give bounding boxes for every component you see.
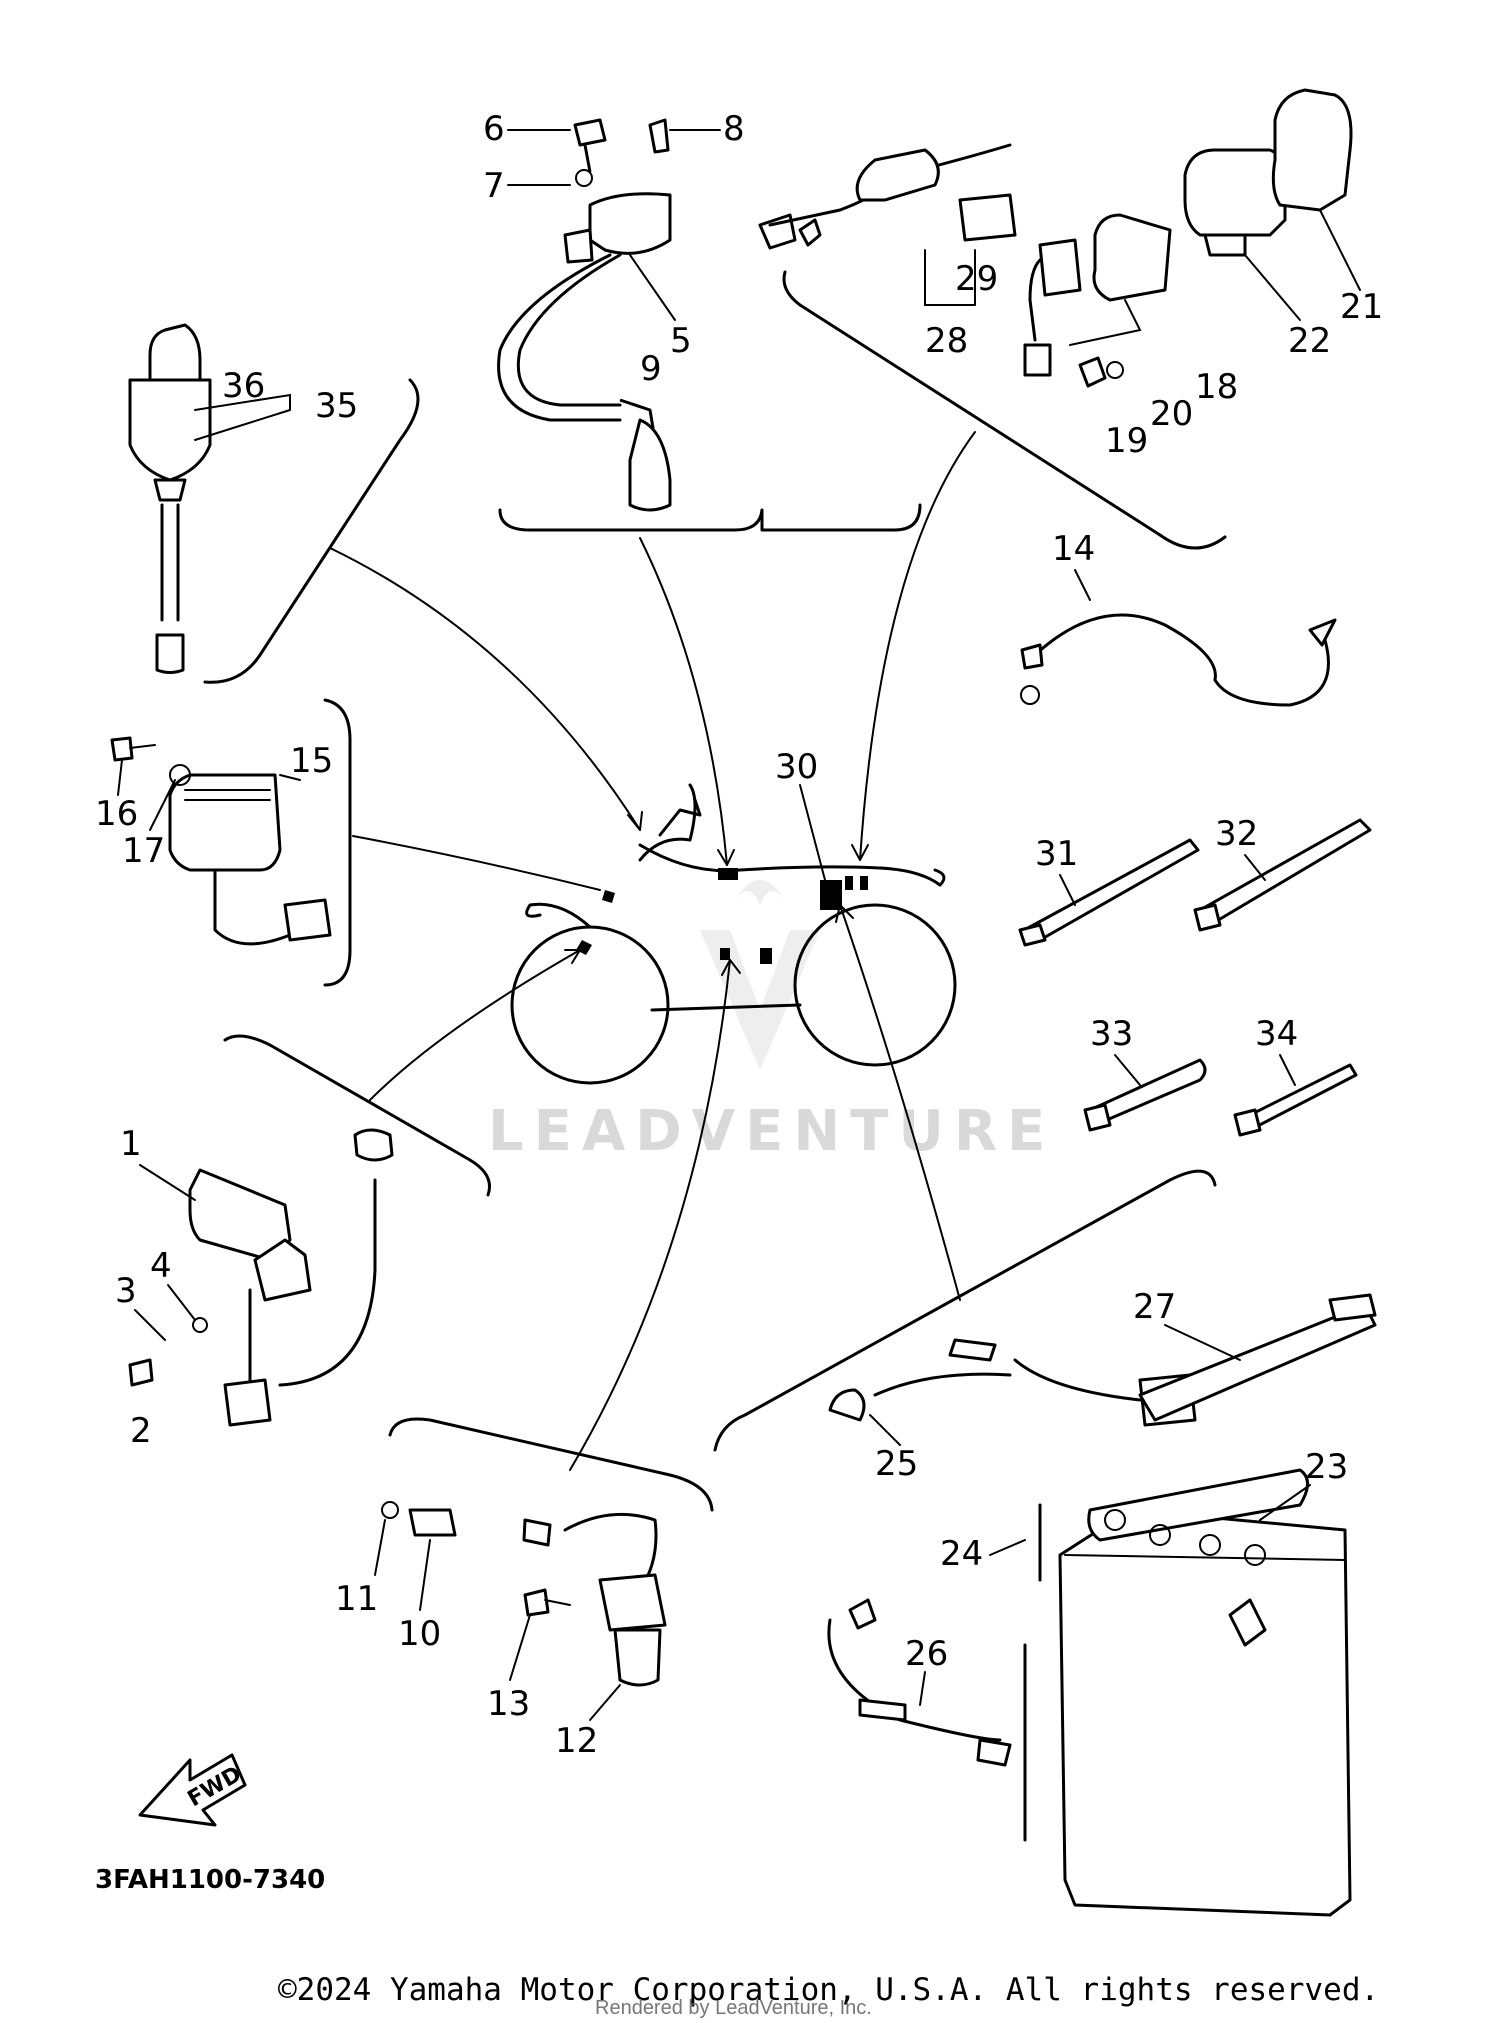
callout-8: 8 — [723, 109, 745, 149]
ignition-switch — [128, 323, 291, 674]
callout-12: 12 — [555, 1721, 598, 1761]
callout-5: 5 — [670, 321, 692, 361]
part-marker — [845, 876, 853, 890]
cdi-unit — [128, 1128, 394, 1427]
callout-17: 17 — [122, 831, 165, 871]
ignition-coil — [497, 118, 672, 512]
callout-labels: 6 7 8 5 9 36 35 29 28 18 20 19 21 22 14 … — [95, 109, 1383, 1761]
leader-lines — [329, 431, 976, 1471]
part-marker — [760, 948, 772, 964]
callout-25: 25 — [875, 1444, 918, 1484]
callout-29: 29 — [955, 259, 998, 299]
callout-11: 11 — [335, 1579, 378, 1619]
group-brackets — [203, 270, 1227, 1512]
rendered-by-text: Rendered by LeadVenture, Inc. — [595, 1997, 872, 2019]
callout-24: 24 — [940, 1534, 983, 1574]
callout-33: 33 — [1090, 1014, 1133, 1054]
callout-16: 16 — [95, 794, 138, 834]
callout-15: 15 — [290, 741, 333, 781]
part-marker — [718, 868, 738, 880]
callout-36: 36 — [222, 366, 265, 406]
callout-34: 34 — [1255, 1014, 1298, 1054]
watermark-logo — [700, 880, 820, 1070]
rectifier-regulator — [110, 736, 332, 946]
callout-19: 19 — [1105, 421, 1148, 461]
callout-31: 31 — [1035, 834, 1078, 874]
callout-30: 30 — [775, 747, 818, 787]
callout-23: 23 — [1305, 1447, 1348, 1487]
callout-3: 3 — [115, 1271, 137, 1311]
part-marker — [860, 876, 868, 890]
cable-ties — [1018, 818, 1372, 1137]
callout-18: 18 — [1195, 367, 1238, 407]
callout-7: 7 — [483, 166, 505, 206]
callout-4: 4 — [150, 1246, 172, 1286]
starter-relay — [1023, 213, 1172, 388]
drawing-code: 3FAH1100-7340 — [95, 1865, 325, 1895]
callout-14: 14 — [1052, 529, 1095, 569]
callout-9: 9 — [640, 349, 662, 389]
wire-leads-fuse — [758, 143, 1017, 306]
callout-2: 2 — [130, 1411, 152, 1451]
callout-32: 32 — [1215, 814, 1258, 854]
battery-group — [827, 1293, 1377, 1917]
callout-13: 13 — [487, 1684, 530, 1724]
atv-silhouette — [510, 783, 957, 1085]
callout-28: 28 — [925, 321, 968, 361]
callout-6: 6 — [483, 109, 505, 149]
callout-35: 35 — [315, 386, 358, 426]
callout-10: 10 — [398, 1614, 441, 1654]
watermark-text: LEADVENTURE — [488, 1099, 1055, 1164]
copyright-footer: ©2024 Yamaha Motor Corporation, U.S.A. A… — [278, 1972, 1380, 2008]
callout-27: 27 — [1133, 1287, 1176, 1327]
callout-22: 22 — [1288, 321, 1331, 361]
sensor-switch — [381, 1501, 667, 1687]
fwd-arrow-icon: FWD — [138, 1753, 247, 1827]
callout-26: 26 — [905, 1634, 948, 1674]
callout-21: 21 — [1340, 287, 1383, 327]
wire-harness — [1020, 613, 1337, 707]
callout-20: 20 — [1150, 394, 1193, 434]
part-marker — [820, 880, 842, 910]
part-marker — [720, 948, 730, 960]
callout-1: 1 — [120, 1124, 142, 1164]
relay-covers — [1183, 88, 1353, 257]
